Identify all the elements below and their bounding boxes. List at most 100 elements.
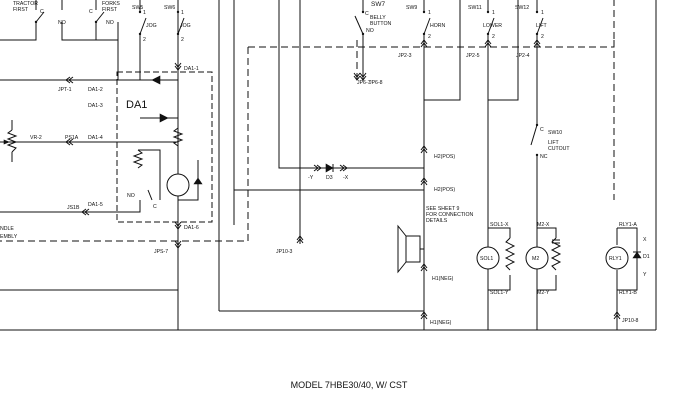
label-jp2-5: JP2-5 bbox=[466, 53, 480, 59]
tl-switch-wire2 bbox=[35, 0, 97, 10]
label-lift-cutout-2: CUTOUT bbox=[548, 146, 570, 152]
label-tractor-first-2: FIRST bbox=[13, 7, 29, 13]
label-jpt-1: JPT-1 bbox=[58, 87, 72, 93]
label-da1-1: DA1-1 bbox=[184, 66, 199, 72]
switch-sw10 bbox=[530, 123, 539, 160]
switch-forks-first bbox=[94, 11, 105, 24]
label-handle-1: NDLE bbox=[0, 226, 14, 232]
rail-279 bbox=[278, 0, 424, 169]
label-sw11-1: 1 bbox=[492, 10, 495, 16]
switch-sw9 bbox=[422, 10, 431, 36]
label-d3: D3 bbox=[326, 175, 333, 181]
label-sw9-1: 1 bbox=[428, 10, 431, 16]
switch-sw5 bbox=[138, 10, 147, 36]
label-sw6-1: 1 bbox=[181, 10, 184, 16]
label-see-sheet-1: SEE SHEET 9 bbox=[426, 206, 459, 212]
m2-motor bbox=[525, 246, 549, 270]
label-sol1-x: SOL1-X bbox=[490, 222, 509, 228]
horn-speaker bbox=[397, 224, 424, 274]
label-sw5-2: 2 bbox=[143, 37, 146, 43]
label-jp6-8: JP6-8 bbox=[369, 80, 383, 86]
label-jog-1: JOG bbox=[146, 23, 157, 29]
m2-branch bbox=[537, 227, 557, 291]
label-sw9: SW9 bbox=[406, 5, 417, 11]
d3-diode bbox=[325, 163, 334, 173]
da1-wire-5 bbox=[0, 200, 141, 213]
label-sw7-c: C bbox=[365, 11, 369, 17]
label-da1-4: DA1-4 bbox=[88, 135, 103, 141]
sol1-resistor bbox=[504, 237, 516, 271]
label-m2-x: M2-X bbox=[537, 222, 550, 228]
label-jp6-7: JP6-7 bbox=[357, 80, 371, 86]
label-ps1a: PS1A bbox=[65, 135, 79, 141]
rly1-relay bbox=[605, 246, 629, 270]
label-da1-2: DA1-2 bbox=[88, 87, 103, 93]
label-x-neg: -X bbox=[343, 175, 349, 181]
label-sw5-1: 1 bbox=[143, 10, 146, 16]
label-sw6-2: 2 bbox=[181, 37, 184, 43]
label-sw7-no: NO bbox=[366, 28, 374, 34]
label-sw9-2: 2 bbox=[428, 34, 431, 40]
label-belly-1: BELLY bbox=[370, 15, 386, 21]
label-h2pos-1: H2(POS) bbox=[434, 154, 455, 160]
label-da1-6: DA1-6 bbox=[184, 225, 199, 231]
label-sw12-2: 2 bbox=[541, 34, 544, 40]
label-vr-2: VR-2 bbox=[30, 135, 42, 141]
da1-c: C bbox=[153, 204, 157, 210]
label-no-2: NO bbox=[106, 20, 114, 26]
label-m2-y: M2-Y bbox=[537, 290, 550, 296]
label-x-small: X bbox=[643, 237, 647, 243]
label-sw10: SW10 bbox=[548, 130, 562, 136]
vr2-arrow bbox=[3, 139, 10, 145]
sw11-bus bbox=[488, 0, 519, 101]
vr2-resistor bbox=[6, 129, 18, 153]
label-handle-2: EMBLY bbox=[0, 234, 18, 240]
label-see-sheet-2: FOR CONNECTION bbox=[426, 212, 474, 218]
label-jog-2: JOG bbox=[180, 23, 191, 29]
tl-switch-wire bbox=[0, 22, 119, 81]
label-jp2-4: JP2-4 bbox=[516, 53, 530, 59]
label-sw10-c: C bbox=[540, 127, 544, 133]
label-sw5: SW5 bbox=[132, 5, 143, 11]
switch-sw11 bbox=[486, 10, 495, 36]
label-jp2-3: JP2-3 bbox=[398, 53, 412, 59]
da1-sw bbox=[138, 149, 161, 201]
label-forks-first-2: FIRST bbox=[102, 7, 118, 13]
sw9-drop bbox=[424, 0, 461, 101]
label-sw6: SW6 bbox=[164, 5, 175, 11]
label-c-1: C bbox=[40, 9, 44, 15]
label-h2pos-2: H2(POS) bbox=[434, 187, 455, 193]
da1-diode-1 bbox=[151, 75, 161, 85]
label-jp10-8: JP10-8 bbox=[622, 318, 639, 324]
label-sw10-nc: NC bbox=[540, 154, 548, 160]
label-y-small: Y bbox=[643, 272, 647, 278]
label-js1b: JS1B bbox=[67, 205, 80, 211]
da1-box bbox=[116, 71, 213, 223]
label-lift: LIFT bbox=[536, 23, 547, 29]
m2-cap bbox=[552, 239, 560, 244]
label-rly1-b: RLY1-B bbox=[619, 290, 637, 296]
jog-sw5 bbox=[118, 0, 141, 81]
label-sol1: SOL1 bbox=[480, 256, 493, 262]
da1-sw-resistor bbox=[132, 149, 144, 169]
da1-title: DA1 bbox=[126, 99, 147, 111]
label-sw12: SW12 bbox=[515, 5, 529, 11]
da1-no: NO bbox=[127, 193, 135, 199]
da1-resistor bbox=[172, 127, 184, 147]
switch-sw6 bbox=[176, 10, 185, 36]
connector-chevrons bbox=[65, 39, 621, 320]
label-sol1-y: SOL1-Y bbox=[490, 290, 509, 296]
dashed-bus-left bbox=[0, 47, 249, 242]
label-lift-cutout-1: LIFT bbox=[548, 140, 559, 146]
label-h1neg-1: H1(NEG) bbox=[432, 276, 454, 282]
label-sw11: SW11 bbox=[468, 5, 482, 11]
sol1-branch bbox=[488, 227, 511, 291]
sol1-coil bbox=[476, 246, 500, 270]
label-forks-first-1: FORKS bbox=[102, 1, 120, 7]
label-sw11-2: 2 bbox=[492, 34, 495, 40]
diagram-caption: MODEL 7HBE30/40, W/ CST bbox=[290, 380, 408, 390]
switch-tractor-first bbox=[34, 11, 45, 24]
da1-motor bbox=[166, 173, 190, 197]
da1-diode-3 bbox=[193, 177, 203, 185]
